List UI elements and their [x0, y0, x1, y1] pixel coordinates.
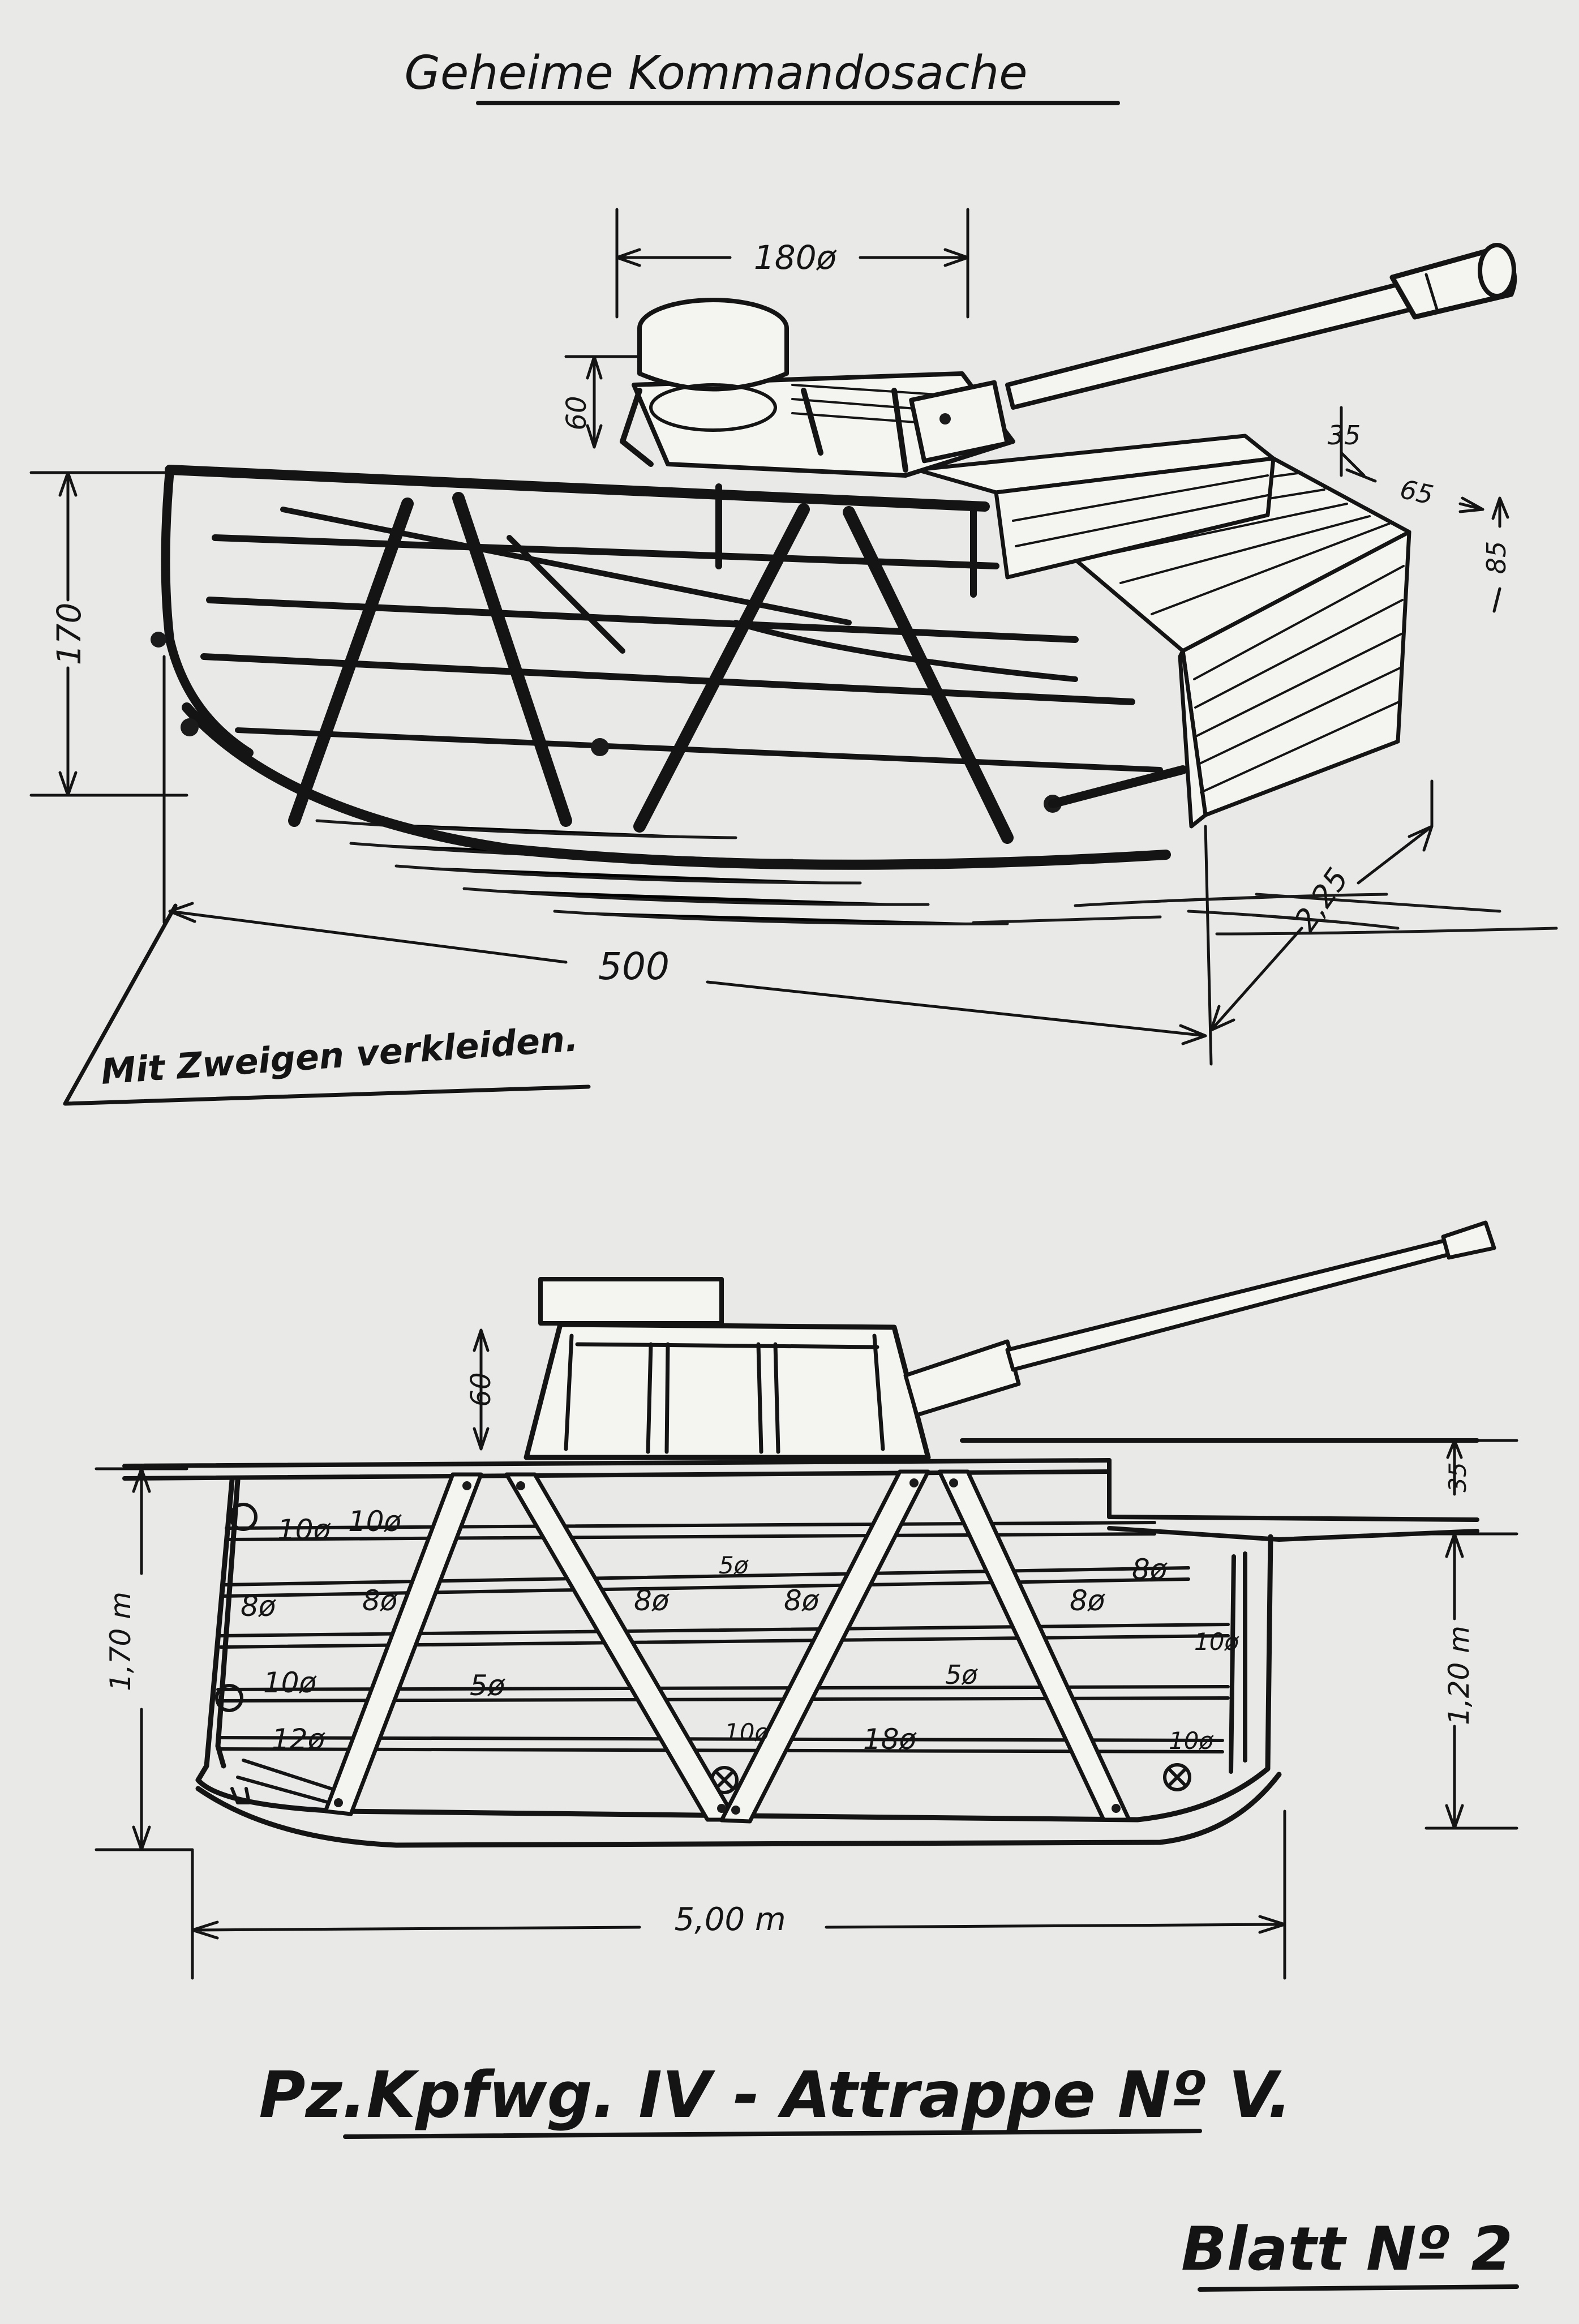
pole-label-18: 18ø — [863, 1723, 917, 1756]
side-turret — [524, 1277, 931, 1460]
pole-label-10f: 10ø — [1169, 1727, 1214, 1755]
side-dim-turret-height: 60 — [465, 1372, 497, 1407]
gun-barrel — [1005, 243, 1517, 410]
drawing-title: Pz.Kpfwg. IV - Attrappe Nº V. — [259, 2059, 1292, 2132]
side-struts — [323, 1469, 1131, 1824]
pole-label-10c: 10ø — [1194, 1628, 1239, 1656]
dim-box-height: 85 — [1481, 541, 1512, 574]
camouflage-note: Mit Zweigen verkleiden. — [100, 1018, 580, 1092]
pole-label-5c: 5ø — [945, 1660, 978, 1690]
side-dimensions: 60 1,70 m 1,20 m 35 5,00 m — [95, 1328, 1518, 1980]
side-dim-height-front: 1,70 m — [104, 1592, 137, 1691]
perspective-view: 180ø 60 170 500 2,25 35 65 85 Mit Zweige… — [29, 208, 1558, 1106]
sheet-number: Blatt Nº 2 — [1181, 2214, 1513, 2284]
dim-overall-height: 170 — [50, 603, 88, 666]
pole-label-8c: 8ø — [634, 1584, 670, 1617]
sheet-number-underline — [1198, 2284, 1519, 2292]
pole-label-10d: 10ø — [263, 1666, 317, 1699]
classification-header: Geheime Kommandosache — [404, 46, 1027, 100]
pole-label-10a: 10ø — [277, 1513, 332, 1546]
pole-label-8d: 8ø — [784, 1584, 820, 1617]
dim-turret-height: 60 — [561, 396, 593, 430]
side-view: 10ø 10ø 5ø 8ø 8ø 8ø 8ø 8ø 8ø 10ø 10ø 5ø … — [95, 1220, 1518, 1980]
title-underline — [343, 2129, 1202, 2139]
pole-label-8e: 8ø — [1070, 1584, 1106, 1617]
hull-frame — [151, 465, 1187, 870]
side-dim-length: 5,00 m — [674, 1901, 786, 1938]
ground-shadow — [315, 819, 1558, 936]
rear-box — [915, 434, 1411, 829]
turret — [620, 298, 1015, 478]
pole-label-10b: 10ø — [348, 1505, 402, 1538]
dim-overall-length: 500 — [598, 945, 670, 988]
pole-label-5b: 5ø — [470, 1669, 506, 1702]
pole-label-12: 12ø — [272, 1723, 326, 1756]
dim-turret-diameter: 180ø — [754, 238, 838, 277]
pole-label-8a: 8ø — [241, 1590, 277, 1623]
dim-box-depth: 65 — [1397, 474, 1436, 511]
pole-labels: 10ø 10ø 5ø 8ø 8ø 8ø 8ø 8ø 8ø 10ø 10ø 5ø … — [241, 1505, 1239, 1756]
side-dim-height-rear: 1,20 m — [1443, 1626, 1475, 1725]
pole-label-5a: 5ø — [719, 1551, 749, 1579]
pole-label-8f: 8ø — [1132, 1553, 1168, 1586]
pole-label-8b: 8ø — [362, 1584, 398, 1617]
pole-label-10e: 10ø — [724, 1718, 770, 1746]
side-dim-top-step: 35 — [1444, 1462, 1471, 1492]
dim-box-top: 35 — [1328, 420, 1361, 451]
side-gun — [903, 1220, 1496, 1417]
